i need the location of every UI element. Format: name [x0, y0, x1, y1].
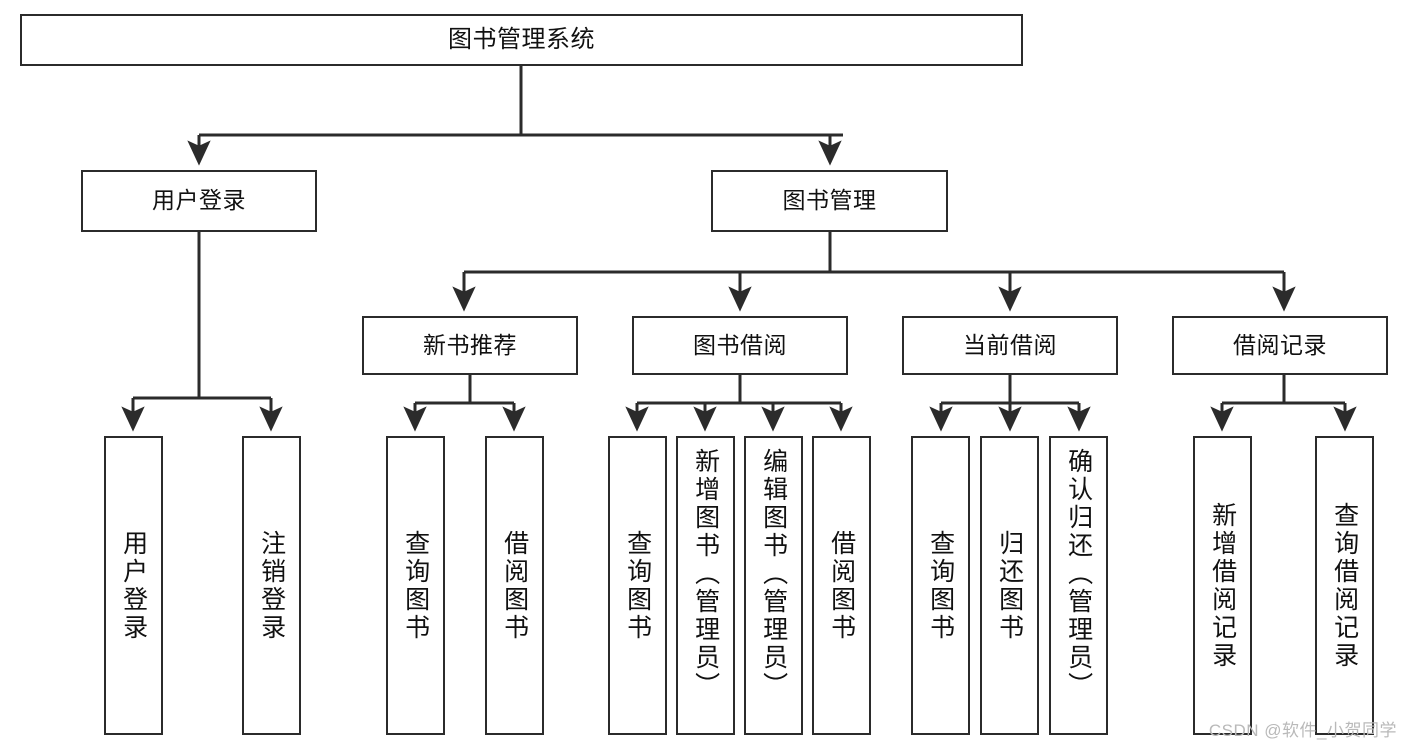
- node-new-book-recommend[interactable]: 新书推荐: [362, 316, 578, 375]
- node-label: 查询图书: [926, 529, 955, 642]
- node-label: 图书借阅: [693, 331, 787, 358]
- leaf-confirm-return-admin[interactable]: 确认归还（管理员）: [1049, 436, 1108, 735]
- node-label: 查询图书: [401, 529, 430, 642]
- node-label: 注销登录: [257, 529, 286, 642]
- node-book-management[interactable]: 图书管理: [711, 170, 948, 232]
- node-label: 借阅图书: [827, 529, 856, 642]
- leaf-query-borrow-record[interactable]: 查询借阅记录: [1315, 436, 1374, 735]
- leaf-user-login[interactable]: 用户登录: [104, 436, 163, 735]
- node-book-borrow[interactable]: 图书借阅: [632, 316, 848, 375]
- node-label: 用户登录: [119, 529, 148, 642]
- leaf-add-book-admin[interactable]: 新增图书（管理员）: [676, 436, 735, 735]
- node-label: 查询借阅记录: [1330, 501, 1359, 670]
- node-label: 查询图书: [623, 529, 652, 642]
- node-label: 图书管理系统: [448, 25, 595, 53]
- node-label: 借阅记录: [1233, 331, 1327, 358]
- node-user-login[interactable]: 用户登录: [81, 170, 317, 232]
- leaf-query-book-new-book[interactable]: 查询图书: [386, 436, 445, 735]
- leaf-borrow-book-borrow[interactable]: 借阅图书: [812, 436, 871, 735]
- node-label: 用户登录: [152, 187, 246, 214]
- node-label: 编辑图书（管理员）: [759, 448, 788, 700]
- leaf-edit-book-admin[interactable]: 编辑图书（管理员）: [744, 436, 803, 735]
- node-label: 借阅图书: [500, 529, 529, 642]
- node-label: 当前借阅: [963, 331, 1057, 358]
- leaf-logout-login[interactable]: 注销登录: [242, 436, 301, 735]
- leaf-add-borrow-record[interactable]: 新增借阅记录: [1193, 436, 1252, 735]
- leaf-query-book-borrow[interactable]: 查询图书: [608, 436, 667, 735]
- node-borrow-record[interactable]: 借阅记录: [1172, 316, 1388, 375]
- node-label: 新书推荐: [423, 331, 517, 358]
- leaf-query-book-current[interactable]: 查询图书: [911, 436, 970, 735]
- watermark-text: CSDN @软件_小贺同学: [1208, 721, 1397, 740]
- node-label: 新增借阅记录: [1208, 501, 1237, 670]
- node-label: 图书管理: [782, 187, 877, 214]
- node-root-book-management-system[interactable]: 图书管理系统: [20, 14, 1023, 66]
- node-current-borrow[interactable]: 当前借阅: [902, 316, 1118, 375]
- node-label: 新增图书（管理员）: [691, 448, 720, 700]
- leaf-return-book[interactable]: 归还图书: [980, 436, 1039, 735]
- leaf-borrow-book-new-book[interactable]: 借阅图书: [485, 436, 544, 735]
- node-label: 确认归还（管理员）: [1064, 448, 1093, 700]
- node-label: 归还图书: [995, 529, 1024, 642]
